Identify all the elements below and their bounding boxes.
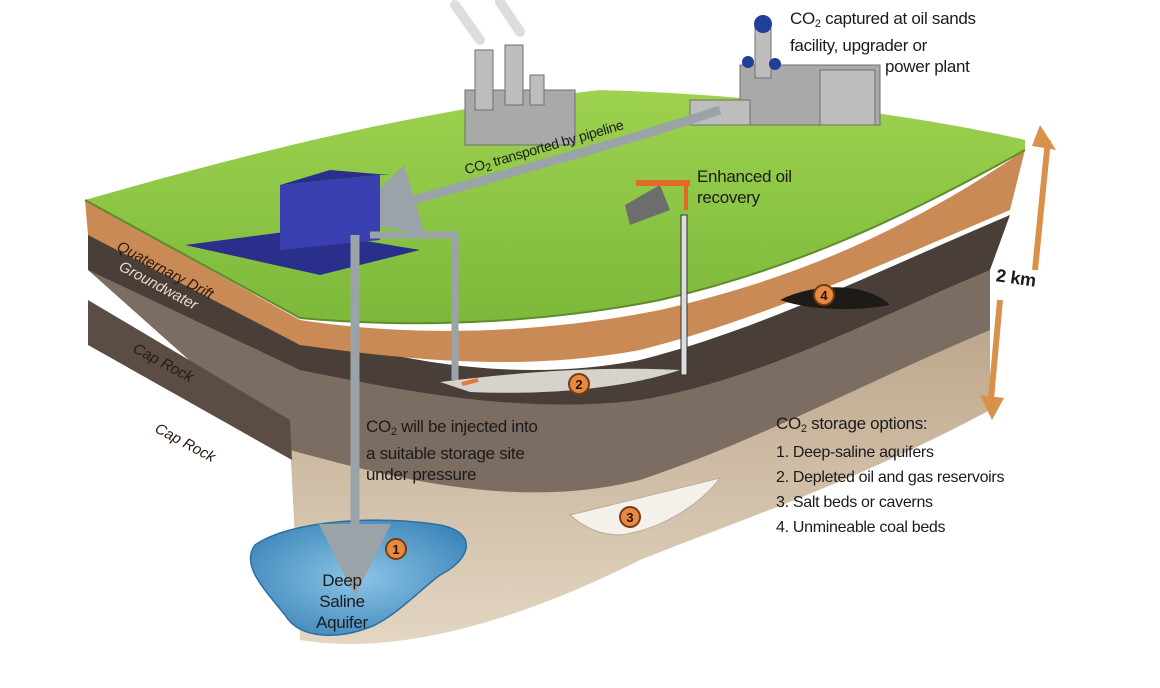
storage-options-title: CO2 storage options: <box>776 414 928 435</box>
pipeline-line <box>345 105 722 235</box>
oil-well-shaft <box>680 214 688 376</box>
upgrader-facility-icon <box>689 15 881 126</box>
depth-arrow <box>980 125 1056 420</box>
salt-cavern-shape <box>568 477 722 536</box>
storage-option: 2. Depleted oil and gas reservoirs <box>776 469 1005 486</box>
storage-options-legend: CO2 storage options: 1. Deep-saline aqui… <box>776 413 1004 540</box>
power-plant-icon <box>450 0 576 146</box>
mid-rock-layer <box>88 250 990 493</box>
captured-label: CO2 captured at oil sands facility, upgr… <box>790 9 976 76</box>
lower-dark-band <box>88 300 292 460</box>
injection-pipe-reservoir <box>370 231 459 380</box>
reservoir-arrow <box>461 378 479 386</box>
storage-options-list: 1. Deep-saline aquifers 2. Depleted oil … <box>776 440 1004 540</box>
injection-label: CO2 will be injected into a suitable sto… <box>366 417 538 484</box>
drift-layer <box>85 150 1025 363</box>
storage-option: 4. Unmineable coal beds <box>776 519 946 536</box>
marker-4: 4 <box>813 284 835 306</box>
marker-1: 1 <box>385 538 407 560</box>
injection-facility-icon <box>185 170 420 275</box>
storage-option: 1. Deep-saline aquifers <box>776 444 934 461</box>
reservoir-lens-shape <box>440 368 680 393</box>
marker-3: 3 <box>619 506 641 528</box>
marker-2: 2 <box>568 373 590 395</box>
pump-jack-icon <box>625 180 690 225</box>
coal-bed-shape <box>780 287 890 310</box>
storage-option: 3. Salt beds or caverns <box>776 494 933 511</box>
cap-rock-layer <box>88 215 1010 405</box>
